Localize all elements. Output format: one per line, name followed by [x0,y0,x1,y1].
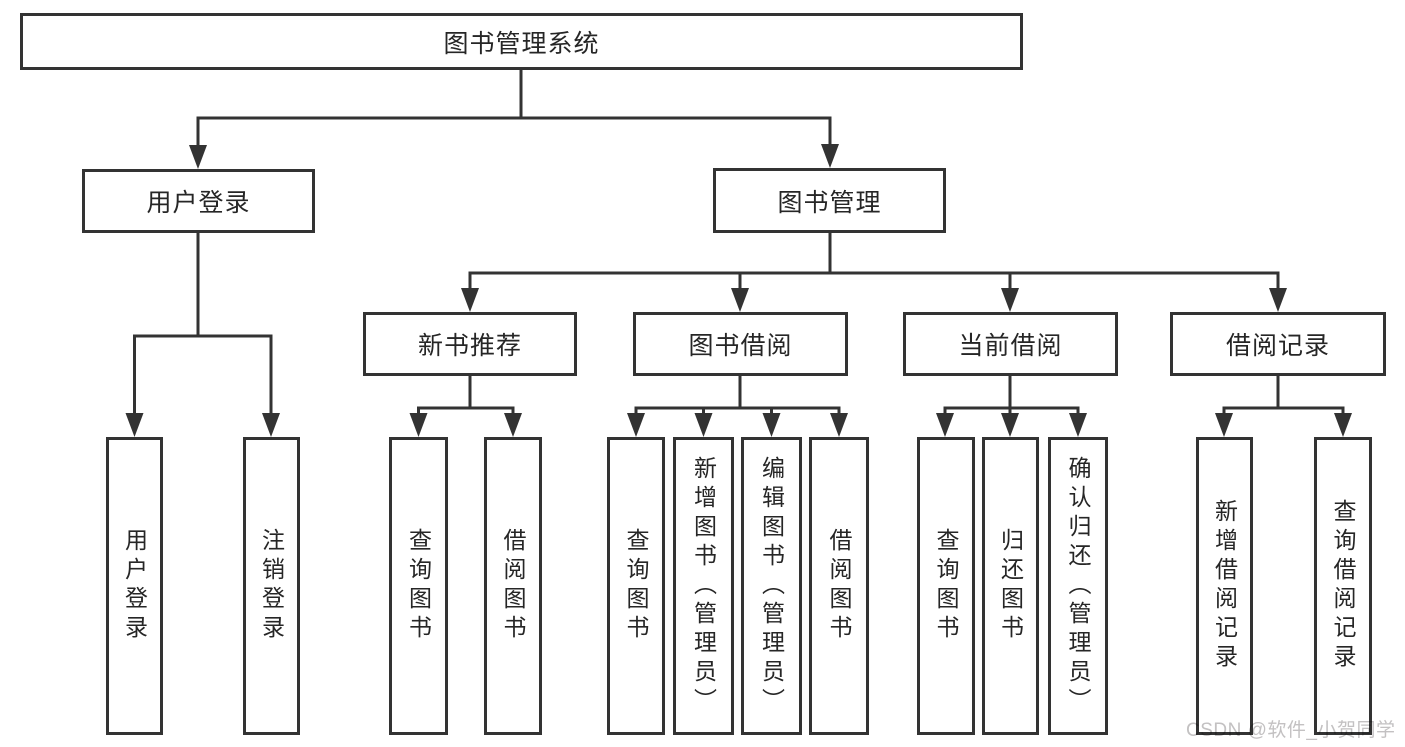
node-label: 确认归还（管理员） [1065,455,1091,717]
leaf-borrow-books-recommend: 借阅图书 [484,437,542,735]
node-label: 编辑图书（管理员） [758,455,785,717]
node-library-management-system: 图书管理系统 [20,13,1023,70]
node-label: 借阅记录 [1225,332,1330,360]
node-label: 图书管理 [777,188,882,217]
csdn-watermark: CSDN @软件_小贺同学 [1186,720,1396,741]
node-label: 用户登录 [146,189,251,217]
node-label: 图书管理系统 [443,29,600,58]
node-label: 图书借阅 [688,332,793,360]
leaf-add-borrow-record: 新增借阅记录 [1196,437,1253,735]
node-label: 用户登录 [121,528,148,644]
node-label: 查询图书 [405,528,432,644]
leaf-query-books-recommend: 查询图书 [389,437,448,735]
leaf-confirm-return-admin: 确认归还（管理员） [1048,437,1108,735]
node-borrowing-records: 借阅记录 [1170,312,1386,376]
node-book-borrowing: 图书借阅 [633,312,848,376]
node-label: 新增图书（管理员） [690,455,717,717]
node-label: 当前借阅 [958,332,1063,360]
node-label: 查询图书 [933,528,959,644]
arrowheads [125,144,1352,437]
leaf-borrow-books-borrowing: 借阅图书 [809,437,869,735]
leaf-user-login: 用户登录 [106,437,163,735]
leaf-query-books-borrowing: 查询图书 [607,437,665,735]
leaf-add-book-admin: 新增图书（管理员） [673,437,734,735]
leaf-query-books-current: 查询图书 [917,437,975,735]
node-label: 借阅图书 [826,528,852,644]
node-current-borrowing: 当前借阅 [903,312,1118,376]
leaf-edit-book-admin: 编辑图书（管理员） [741,437,802,735]
node-label: 新书推荐 [417,332,522,360]
node-label: 查询借阅记录 [1330,499,1356,673]
node-label: 查询图书 [623,528,649,644]
node-label: 归还图书 [997,528,1024,644]
node-label: 借阅图书 [500,528,526,644]
node-label: 新增借阅记录 [1211,499,1238,673]
leaf-return-books: 归还图书 [982,437,1039,735]
leaf-query-borrow-record: 查询借阅记录 [1314,437,1372,735]
node-book-management: 图书管理 [713,168,946,233]
node-new-book-recommendation: 新书推荐 [363,312,577,376]
node-label: 注销登录 [258,528,285,644]
node-user-login: 用户登录 [82,169,315,233]
leaf-logout-login: 注销登录 [243,437,300,735]
